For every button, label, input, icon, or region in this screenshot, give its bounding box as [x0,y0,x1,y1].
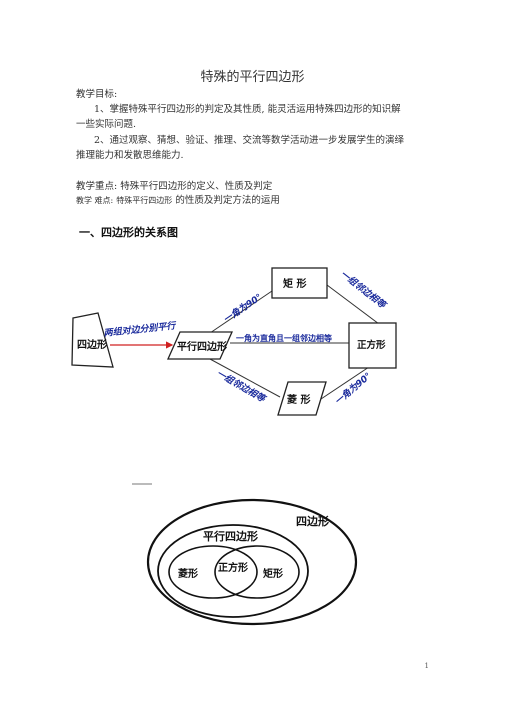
edge-label-rhombus-square: 一角为90° [333,371,374,408]
label-quadrilateral: 四边形 [77,338,107,351]
venn-label-quadrilateral: 四边形 [296,514,329,528]
section-heading: 一、四边形的关系图 [79,226,178,239]
venn-label-rhombus: 菱形 [178,567,198,580]
edge-label-para-rect: 一角为90° [222,292,265,326]
key-points: 教学重点: 特殊平行四边形的定义、性质及判定 [76,181,273,192]
label-rectangle: 矩 形 [283,277,306,290]
label-parallelogram: 平行四边形 [177,340,227,353]
venn-label-rectangle: 矩形 [263,567,283,580]
difficulty-prefix: 教学 难点: [76,196,114,205]
edge-label-para-square: 一角为直角且一组邻边相等 [236,333,332,343]
quadrilateral-flow-diagram: 四边形 平行四边形 矩 形 菱 形 正方形 两组对边分别平行 一角为90° 一组… [71,267,397,416]
page-number: 1 [424,662,429,670]
edge-label-quad-para: 两组对边分别平行 [103,320,178,339]
objective-1-line1: 1、掌握特殊平行四边形的判定及其性质, 能灵活运用特殊四边形的知识解 [94,104,401,115]
objective-2-line1: 2、通过观察、猜想、验证、推理、交流等数学活动进一步发展学生的演绎 [94,135,405,146]
objective-1-line2: 一些实际问题. [76,119,137,130]
quadrilateral-venn-diagram: 四边形 平行四边形 菱形 正方形 矩形 [132,483,358,626]
difficulty-small: 特殊平行四边形 [116,196,173,205]
edge-label-rect-square: 一组邻边相等 [338,269,389,312]
parallelogram-shape [166,331,234,360]
label-square: 正方形 [357,339,386,351]
quadrilateral-shape [71,312,114,368]
objectives-heading: 教学目标: [76,89,118,100]
venn-parallelogram [157,524,309,618]
line-rhombus-square [317,364,373,402]
objective-2-line2: 推理能力和发散思维能力. [76,150,184,161]
difficulty-rest: 的性质及判定方法的运用 [175,195,280,206]
venn-label-parallelogram: 平行四边形 [203,529,258,543]
difficulty-line: 教学 难点: 特殊平行四边形 的性质及判定方法的运用 [76,194,280,208]
venn-rectangle [214,545,300,599]
venn-label-square: 正方形 [218,561,248,574]
venn-rhombus [168,545,258,599]
line-para-rhombus [209,358,281,398]
label-rhombus: 菱 形 [287,393,310,406]
line-para-rect [209,290,273,334]
line-rect-square [326,284,384,328]
rectangle-shape [271,267,328,299]
venn-quadrilateral [146,498,358,626]
square-shape [348,322,397,369]
document-title: 特殊的平行四边形 [200,70,305,85]
rhombus-shape [277,381,327,416]
